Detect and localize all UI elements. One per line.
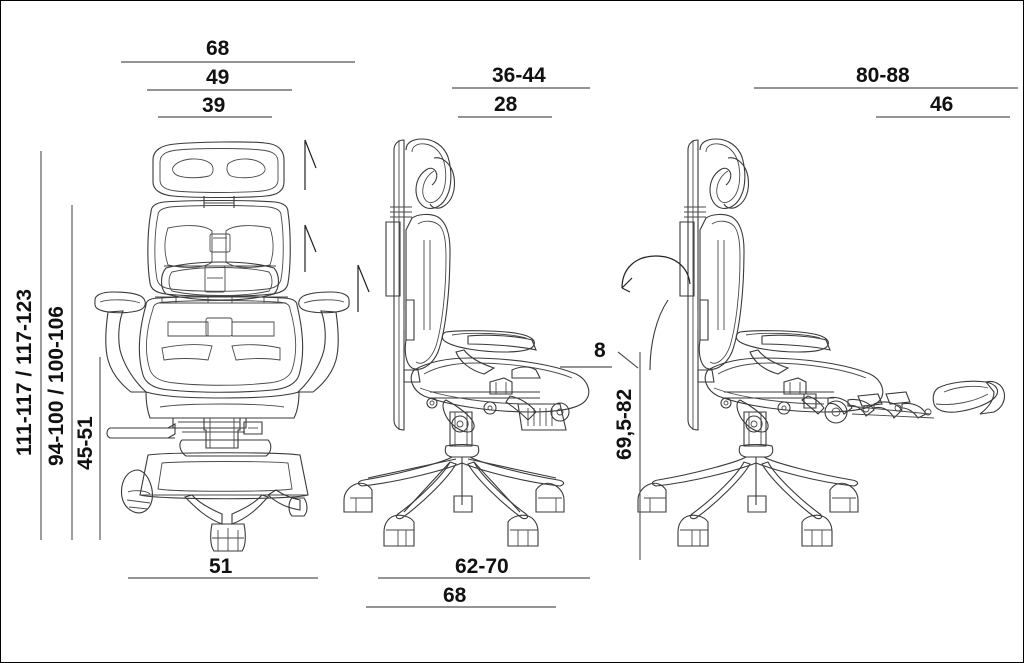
dim-footrest-extension: 46 [930,93,954,116]
dim-total-height: 111-117 / 117-123 [13,288,36,456]
side-view-chair [343,138,590,547]
front-view-chair [94,141,350,552]
dim-backrest-height: 94-100 / 100-106 [45,306,68,466]
dim-overall-width: 68 [206,37,230,60]
dim-overall-depth-reclined: 80-88 [856,64,910,87]
dim-headrest-width: 39 [202,94,226,117]
side-view-reclined-chair [637,138,1006,547]
dim-seat-depth-range: 36-44 [492,64,546,87]
dim-backrest-width: 49 [206,66,230,89]
recline-rotation-arrow [621,255,691,293]
dim-seat-height: 45-51 [74,416,97,470]
dim-backrest-depth: 28 [494,93,518,116]
dim-seat-tilt-angle: 8 [594,339,606,362]
dim-base-width: 51 [209,555,233,578]
dim-base-depth: 68 [443,584,467,607]
height-adjust-arrows [304,139,370,312]
dim-overall-depth-range: 62-70 [455,555,509,578]
dim-reclined-height: 69,5-82 [613,388,636,460]
